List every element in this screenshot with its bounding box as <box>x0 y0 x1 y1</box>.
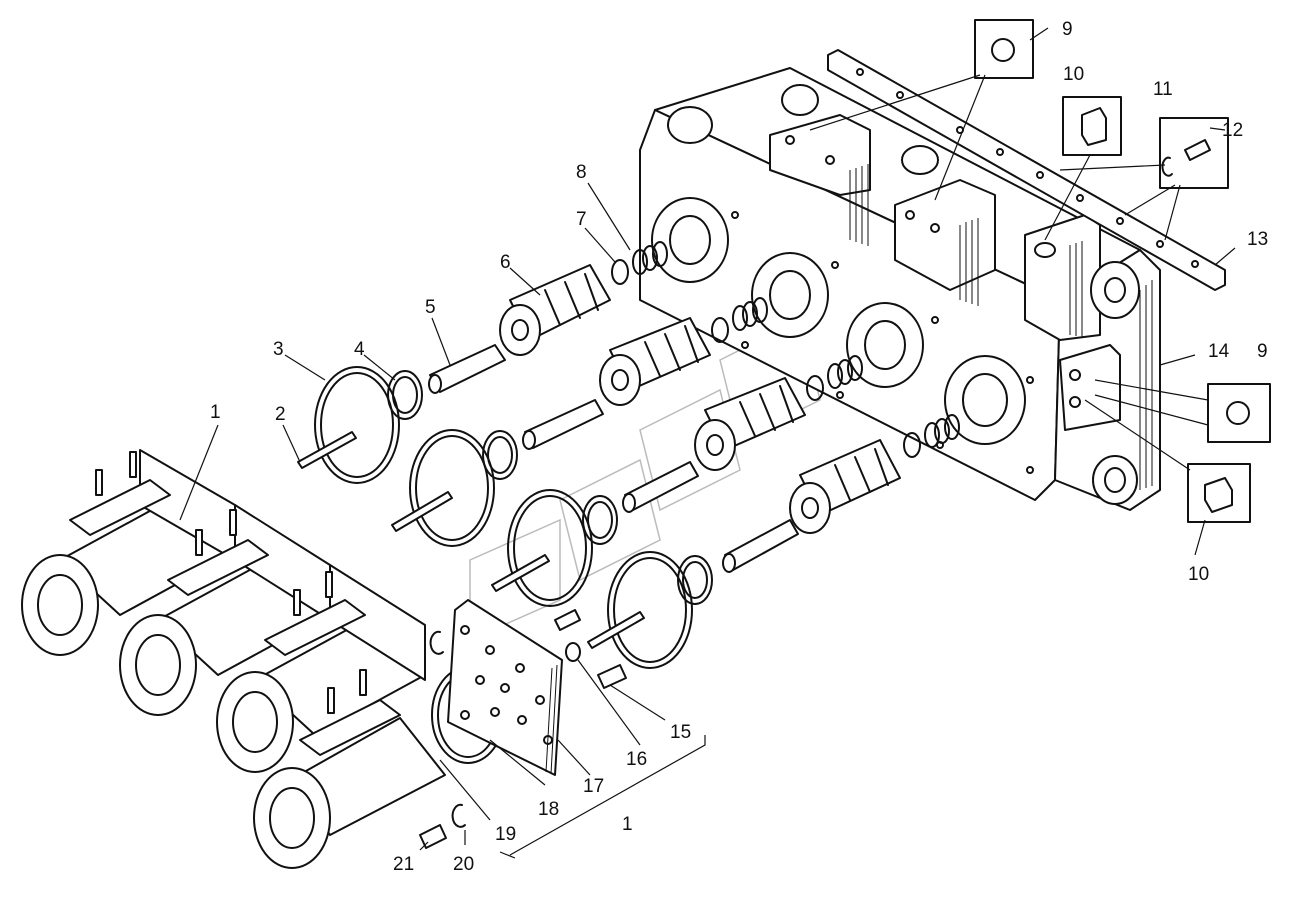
flange-plate <box>827 49 1226 291</box>
callout-1-solenoid: 1 <box>210 402 221 423</box>
solenoid <box>253 669 446 869</box>
springs-and-washers <box>611 241 960 458</box>
callout-21: 21 <box>393 854 414 875</box>
callout-numbers: 1 1 2 3 4 5 6 7 8 9 9 10 10 11 12 13 14 … <box>210 19 1268 875</box>
callout-13: 13 <box>1247 229 1268 250</box>
callout-8: 8 <box>576 162 587 183</box>
inset-plug-9-right <box>1207 383 1271 443</box>
callout-2: 2 <box>275 404 286 425</box>
callout-18: 18 <box>538 799 559 820</box>
callout-16: 16 <box>626 749 647 770</box>
callout-17: 17 <box>583 776 604 797</box>
callout-20: 20 <box>453 854 474 875</box>
callout-14: 14 <box>1208 341 1230 362</box>
callout-19: 19 <box>495 824 516 845</box>
spool <box>499 264 611 356</box>
spool-assemblies <box>499 264 901 534</box>
callout-12: 12 <box>1222 120 1243 141</box>
spool <box>694 377 806 471</box>
callout-5: 5 <box>425 297 436 318</box>
callout-7: 7 <box>576 209 587 230</box>
callout-9-right: 9 <box>1257 341 1268 362</box>
inset-bolt-12 <box>1159 117 1229 189</box>
callout-1-assembly: 1 <box>622 814 633 835</box>
callout-15: 15 <box>670 722 691 743</box>
inset-plug-9-top <box>974 19 1034 79</box>
plungers <box>428 344 799 573</box>
valve-housing <box>639 67 1161 511</box>
solenoid <box>216 564 426 773</box>
large-o-rings <box>314 366 693 764</box>
callout-10-right: 10 <box>1188 564 1209 585</box>
solenoid <box>119 504 331 716</box>
inset-plug-10-right <box>1187 463 1251 523</box>
cover-plate <box>447 599 563 776</box>
solenoid-coils <box>21 449 446 869</box>
callout-6: 6 <box>500 252 511 273</box>
spool <box>599 317 711 406</box>
callout-3: 3 <box>273 339 284 360</box>
spool <box>789 439 901 534</box>
callout-11: 11 <box>1153 79 1173 100</box>
detail-insets <box>974 19 1271 523</box>
inset-plug-10-top <box>1062 96 1122 156</box>
small-fasteners <box>419 609 627 849</box>
callout-4: 4 <box>354 339 365 360</box>
callout-9-top: 9 <box>1062 19 1073 40</box>
pins <box>297 431 645 649</box>
callout-10-top: 10 <box>1063 64 1084 85</box>
solenoid <box>21 449 236 656</box>
leader-lines <box>179 27 1236 859</box>
